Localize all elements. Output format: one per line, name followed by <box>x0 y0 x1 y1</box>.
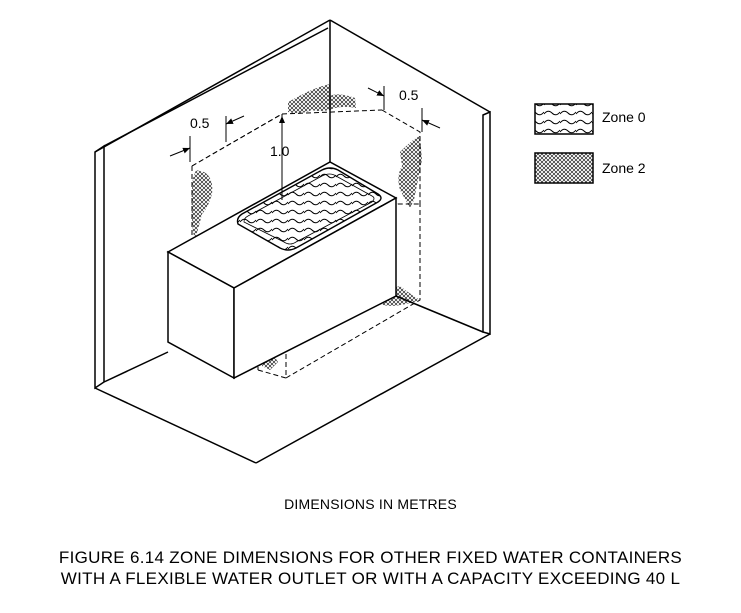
caption-line-1: FIGURE 6.14 ZONE DIMENSIONS FOR OTHER FI… <box>58 548 683 567</box>
zone-outline-top-left <box>191 113 283 167</box>
left-wall-edge <box>94 144 105 390</box>
figure-caption: FIGURE 6.14 ZONE DIMENSIONS FOR OTHER FI… <box>0 547 741 589</box>
legend: Zone 0 Zone 2 <box>534 103 646 184</box>
zone-outline-front-top <box>257 203 420 283</box>
zone-outline-right-top <box>381 109 421 204</box>
floor-right-edge <box>255 333 491 464</box>
container-side-face <box>233 196 397 380</box>
dim-right-arrow-2 <box>421 119 441 129</box>
units-note: DIMENSIONS IN METRES <box>284 496 457 512</box>
zone-2-left-back <box>191 170 213 240</box>
zone-2-right-wall <box>398 136 422 208</box>
caption-line-2: WITH A FLEXIBLE WATER OUTLET OR WITH A C… <box>60 569 681 588</box>
dim-left-arrow-1 <box>169 147 191 157</box>
dim-height-label: 1.0 <box>270 143 290 159</box>
legend-label-zone-0: Zone 0 <box>602 109 646 125</box>
zone-2-top-back <box>288 84 356 114</box>
floor-left-edge <box>94 387 257 464</box>
dimension-lines <box>169 86 441 200</box>
room-walls <box>94 19 491 464</box>
legend-swatch-zone-2 <box>534 152 594 184</box>
zone-0-surface <box>236 167 382 251</box>
zone-0-area <box>236 167 382 251</box>
zone-outline-floor-front <box>257 369 287 379</box>
dim-right-label: 0.5 <box>399 87 419 103</box>
zone-0-inner-rim <box>243 173 375 245</box>
dim-left-arrow-2 <box>225 115 245 125</box>
right-wall-edge <box>482 110 491 335</box>
legend-label-zone-2: Zone 2 <box>602 160 646 176</box>
legend-swatch-zone-0 <box>534 103 594 135</box>
dim-left-label: 0.5 <box>190 115 210 131</box>
right-wall-top-edge <box>329 19 491 113</box>
dim-right-arrow-1 <box>367 87 385 97</box>
back-wall-inner-top <box>103 27 329 147</box>
floor-wall-junction-left <box>103 351 169 383</box>
zone-outline-top-back <box>281 109 383 115</box>
